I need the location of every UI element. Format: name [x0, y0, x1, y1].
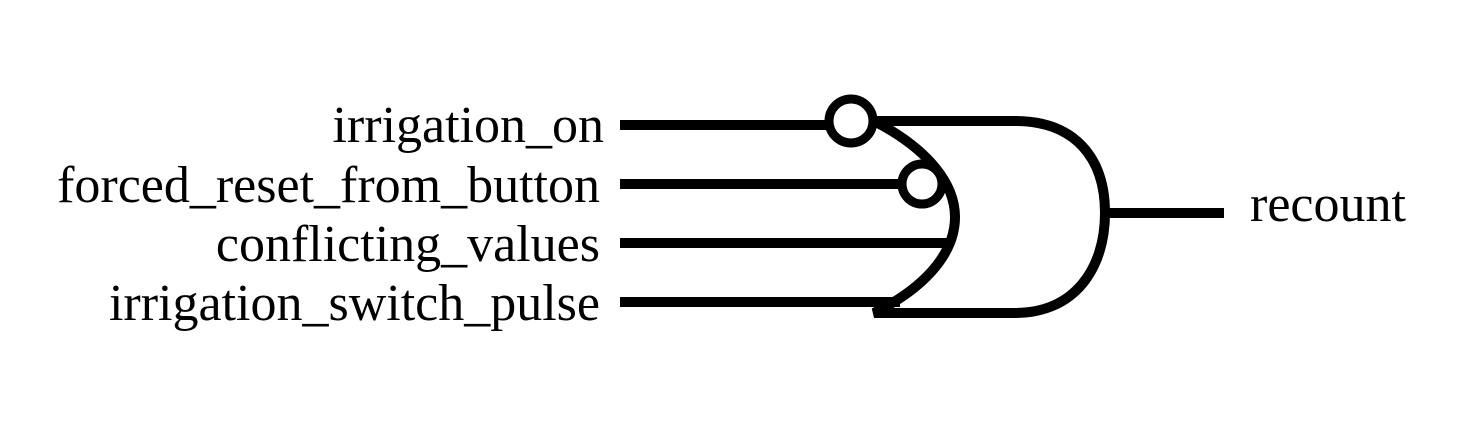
input-label-forced-reset-from-button: forced_reset_from_button	[57, 157, 600, 214]
input-label-conflicting-values: conflicting_values	[216, 216, 600, 273]
input-label-irrigation-switch-pulse: irrigation_switch_pulse	[109, 275, 600, 332]
inversion-bubble-irrigation-on	[824, 94, 878, 148]
or-gate-body	[871, 116, 1111, 318]
inversion-bubble-forced-reset-from-button	[897, 159, 947, 209]
input-label-irrigation-on: irrigation_on	[332, 97, 604, 154]
output-label-recount: recount	[1250, 176, 1406, 233]
